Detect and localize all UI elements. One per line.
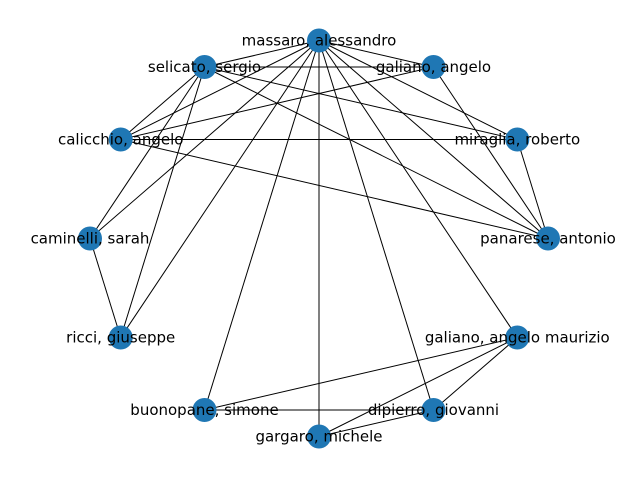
edge-caminelli-ricci bbox=[89, 238, 122, 338]
edge-galiano_m-buonopane bbox=[204, 337, 518, 411]
node-label-massaro: massaro, alessandro bbox=[242, 32, 397, 50]
node-miraglia bbox=[505, 127, 530, 152]
node-label-dipierro: dipierro, giovanni bbox=[368, 401, 499, 419]
edge-massaro-buonopane bbox=[204, 40, 320, 411]
edge-selicato-calicchio bbox=[120, 66, 205, 140]
node-massaro bbox=[307, 28, 331, 53]
node-dipierro bbox=[421, 398, 446, 422]
edge-calicchio-panarese bbox=[120, 139, 549, 239]
edge-selicato-panarese bbox=[204, 66, 549, 239]
edge-massaro-calicchio bbox=[120, 40, 320, 140]
edge-massaro-ricci bbox=[120, 40, 320, 338]
edge-massaro-miraglia bbox=[318, 40, 518, 140]
node-label-caminelli: caminelli, sarah bbox=[31, 230, 150, 248]
edge-miraglia-panarese bbox=[516, 139, 549, 239]
edge-galiano_m-gargaro bbox=[318, 337, 518, 437]
edge-galiano-panarese bbox=[433, 66, 549, 239]
node-caminelli bbox=[78, 226, 102, 251]
node-label-galiano_m: galiano, angelo maurizio bbox=[425, 329, 610, 347]
edge-massaro-galiano_m bbox=[318, 40, 518, 338]
node-calicchio bbox=[108, 127, 133, 152]
node-label-buonopane: buonopane, simone bbox=[130, 401, 278, 419]
edge-gargaro-dipierro bbox=[318, 409, 434, 437]
node-selicato bbox=[192, 55, 217, 79]
node-ricci bbox=[108, 325, 133, 350]
node-layer bbox=[78, 28, 560, 449]
node-label-galiano: galiano, angelo bbox=[376, 58, 491, 76]
node-label-panarese: panarese, antonio bbox=[480, 230, 616, 248]
edge-massaro-dipierro bbox=[318, 40, 434, 411]
edge-galiano-calicchio bbox=[120, 66, 434, 140]
node-galiano bbox=[421, 55, 446, 79]
edge-massaro-selicato bbox=[204, 40, 320, 68]
node-label-ricci: ricci, giuseppe bbox=[66, 329, 175, 347]
edge-galiano_m-dipierro bbox=[433, 337, 518, 411]
node-gargaro bbox=[307, 424, 331, 449]
node-label-selicato: selicato, sergio bbox=[148, 58, 261, 76]
node-label-miraglia: miraglia, roberto bbox=[454, 131, 580, 149]
node-buonopane bbox=[192, 398, 217, 422]
edge-layer bbox=[89, 40, 549, 437]
edge-selicato-ricci bbox=[120, 66, 205, 338]
edge-selicato-caminelli bbox=[89, 66, 205, 239]
edge-selicato-miraglia bbox=[204, 66, 518, 140]
edge-massaro-galiano bbox=[318, 40, 434, 68]
node-label-gargaro: gargaro, michele bbox=[255, 428, 382, 446]
label-layer: massaro, alessandro galiano, angelo miragl… bbox=[31, 32, 616, 446]
node-galiano_m bbox=[505, 325, 530, 350]
node-panarese bbox=[536, 226, 560, 251]
node-label-calicchio: calicchio, angelo bbox=[58, 131, 183, 149]
